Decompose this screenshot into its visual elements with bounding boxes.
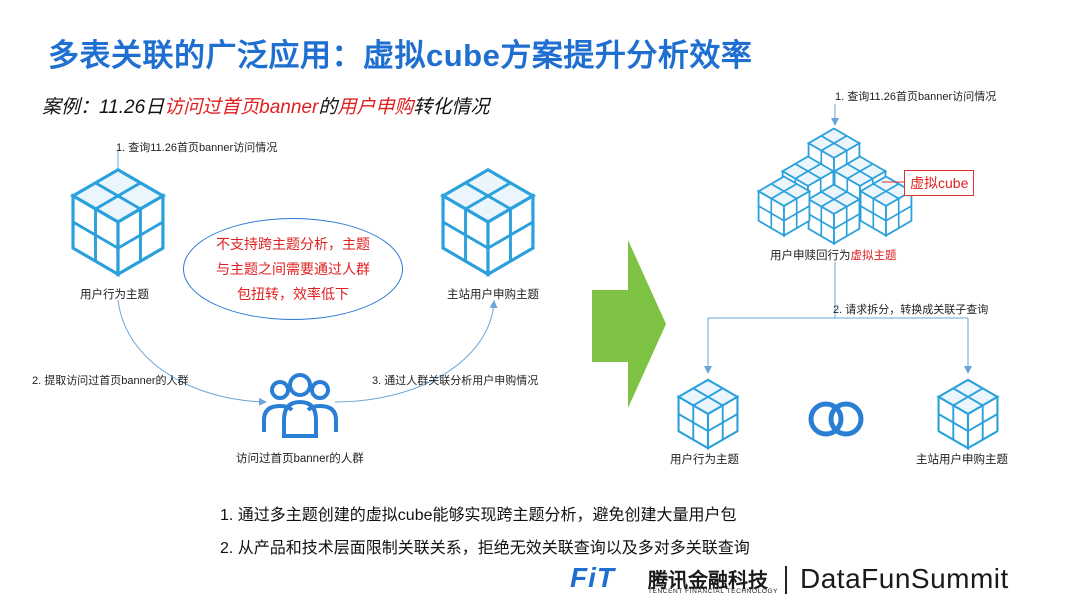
subtitle-mid: 的 [318, 97, 338, 118]
cube-icon [71, 168, 165, 276]
cube-icon [441, 168, 535, 276]
left-step3-label: 3. 通过人群关联分析用户申购情况 [372, 375, 539, 387]
brand-chinese-name: 腾讯金融科技 [648, 570, 768, 592]
left-step2-label: 2. 提取访问过首页banner的人群 [32, 375, 189, 387]
callout-line: 不支持跨主题分析，主题 [216, 235, 370, 252]
bullet-item: 1. 通过多主题创建的虚拟cube能够实现跨主题分析，避免创建大量用户包 [220, 507, 737, 524]
two-rings-icon [808, 401, 864, 437]
callout-line: 包扭转，效率低下 [237, 285, 349, 302]
callout-line: 与主题之间需要通过人群 [216, 260, 370, 277]
left-step1-label: 1. 查询11.26首页banner访问情况 [116, 142, 278, 154]
virtual-theme-label: 用户申赎回行为虚拟主题 [770, 247, 897, 263]
case-subtitle: 案例：11.26日访问过首页banner的用户申购转化情况 [42, 92, 489, 119]
people-group-icon [262, 373, 338, 438]
right-left-cube-label: 用户行为主题 [670, 454, 739, 466]
cube-icon [937, 378, 999, 450]
subtitle-highlight-purchase: 用户申购 [337, 97, 414, 118]
subtitle-suffix: 转化情况 [413, 97, 490, 118]
left-cube-label: 用户行为主题 [80, 289, 149, 301]
brand-english-name: TENCENT FINANCIAL TECHNOLOGY [648, 588, 779, 595]
virtual-cube-icon [757, 127, 913, 245]
right-cube-label: 主站用户申购主题 [447, 289, 539, 301]
subtitle-highlight-banner: 访问过首页banner [164, 97, 319, 118]
right-step1-label: 1. 查询11.26首页banner访问情况 [835, 91, 997, 103]
cube-icon [677, 378, 739, 450]
people-group-label: 访问过首页banner的人群 [236, 453, 364, 465]
fit-logo: FiT [570, 562, 615, 593]
big-right-arrow-icon [592, 240, 666, 408]
bullet-item: 2. 从产品和技术层面限制关联关系，拒绝无效关联查询以及多对多关联查询 [220, 540, 750, 557]
right-right-cube-label: 主站用户申购主题 [916, 454, 1008, 466]
datafun-summit-logo: DataFunSummit [800, 563, 1009, 594]
virtual-theme-highlight: 虚拟主题 [850, 250, 897, 262]
right-step2-label: 2. 请求拆分，转换成关联子查询 [833, 304, 989, 316]
brand-divider [785, 566, 787, 594]
subtitle-prefix: 案例：11.26日 [42, 97, 165, 118]
virtual-cube-tag: 虚拟cube [904, 170, 975, 196]
virtual-theme-prefix: 用户申赎回行为 [770, 250, 851, 262]
page-title: 多表关联的广泛应用：虚拟cube方案提升分析效率 [48, 38, 753, 73]
limitation-callout: 不支持跨主题分析，主题 与主题之间需要通过人群 包扭转，效率低下 [183, 218, 403, 320]
